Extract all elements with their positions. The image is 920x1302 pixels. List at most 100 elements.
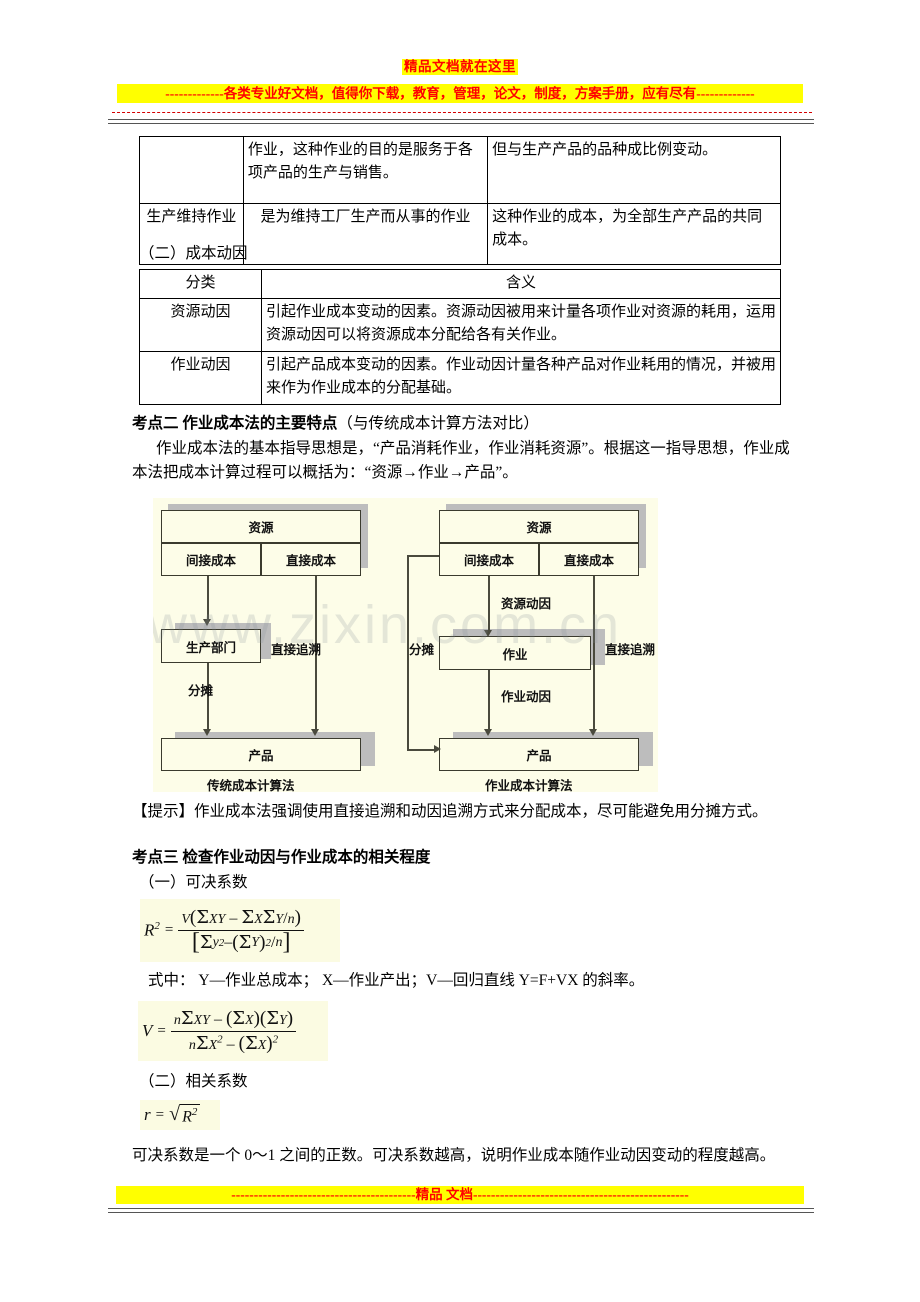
right-arrowhead-product-direct [589, 729, 597, 736]
right-label-allocate: 分摊 [409, 643, 435, 657]
header-meaning: 含义 [261, 269, 781, 299]
kaodian2-label: 考点二 [132, 415, 179, 432]
cell-definition: 是为维持工厂生产而从事的作业 [242, 203, 489, 265]
cell-note: 这种作业的成本，为全部生产产品的共同成本。 [487, 203, 781, 265]
left-box-direct-cost: 直接成本 [261, 543, 361, 576]
kaodian3-closing: 可决系数是一个 0～1 之间的正数。可决系数越高，说明作业成本随作业动因变动的程… [132, 1147, 776, 1164]
kaodian2-heading-row: 考点二 作业成本法的主要特点（与传统成本计算方法对比） [132, 412, 539, 436]
tip-paragraph: 【提示】作业成本法强调使用直接追溯和动因追溯方式来分配成本，尽可能避免用分摊方式… [132, 803, 768, 820]
formula-r-lhs: r [144, 1105, 151, 1124]
formula-v-lhs: V [142, 1021, 153, 1040]
cell-category: 生产维持作业 [139, 203, 244, 265]
formula-v-numerator: nΣXY – (ΣX)(ΣY) [170, 1008, 297, 1032]
kaodian3-sub2: （二）相关系数 [139, 1073, 248, 1090]
kaodian2-suffix: （与传统成本计算方法对比） [337, 415, 539, 432]
right-allocate-seg-vert [407, 555, 409, 751]
right-box-direct-cost: 直接成本 [539, 543, 639, 576]
formula-r-sqrt: √ R2 [169, 1102, 201, 1126]
header-double-rule [108, 119, 814, 124]
kaodian2-paragraph-line1: 作业成本法的基本指导思想是，“产品消耗作业，作业消耗资源”。根据这一指导思想，作… [156, 440, 790, 457]
right-connector-direct-to-product [593, 576, 595, 731]
formula-v-denominator: nΣX2 – (ΣX)2 [188, 1032, 279, 1054]
header-subtitle-highlight: -------------各类专业好文档，值得你下载，教育，管理，论文，制度，方… [117, 84, 803, 103]
header-dashed-rule [112, 112, 812, 113]
table-row: 作业动因 引起产品成本变动的因素。作业动因计量各种产品对作业耗用的情况，并被用来… [139, 351, 781, 405]
activity-type-table: 作业，这种作业的目的是服务于各项产品的生产与销售。 但与生产产品的品种成比例变动… [139, 136, 781, 265]
right-connector-resource-driver [488, 576, 490, 632]
formula-v-equals: = [157, 1022, 166, 1039]
right-box-indirect-cost: 间接成本 [439, 543, 539, 576]
page-footer: ----------------------------------------… [108, 1186, 814, 1213]
formula-r-radicand: R2 [180, 1103, 201, 1126]
left-direct-cost-label: 直接成本 [285, 554, 336, 568]
left-label-direct-trace: 直接追溯 [271, 643, 322, 657]
formula-where-note: 式中： Y—作业总成本； X—作业产出；V—回归直线 Y=F+VX 的斜率。 [148, 972, 645, 989]
right-direct-cost-label: 直接成本 [563, 554, 614, 568]
cell-meaning: 引起产品成本变动的因素。作业动因计量各种产品对作业耗用的情况，并被用来作为作业成… [261, 351, 781, 405]
header-subtitle-wrap: -------------各类专业好文档，值得你下载，教育，管理，论文，制度，方… [117, 84, 803, 103]
right-label-direct-trace: 直接追溯 [605, 643, 656, 657]
table-row: 资源动因 引起作业成本变动的因素。资源动因被用来计量各项作业对资源的耗用，运用资… [139, 298, 781, 352]
cell-category [139, 136, 244, 204]
cost-driver-table: 分类 含义 资源动因 引起作业成本变动的因素。资源动因被用来计量各项作业对资源的… [139, 269, 781, 405]
formula-r2-lhs: R2 [144, 920, 160, 940]
formula-r-equals: = [155, 1106, 165, 1123]
kaodian3-heading-row: 考点三 检查作业动因与作业成本的相关程度 [132, 846, 430, 870]
right-arrowhead-activity [484, 630, 492, 637]
kaodian3-sub1: （一）可决系数 [139, 874, 248, 891]
left-connector-direct-to-product [315, 576, 317, 731]
cell-category: 作业动因 [139, 351, 262, 405]
right-box-product: 产品 [439, 738, 639, 771]
left-arrowhead-product-direct [311, 729, 319, 736]
left-product-label: 产品 [248, 749, 274, 763]
right-allocate-seg-top [407, 555, 440, 557]
left-connector-dept-to-product [207, 663, 209, 731]
left-department-label: 生产部门 [185, 640, 236, 655]
sqrt-icon: √ [169, 1102, 181, 1125]
left-box-department: 生产部门 [161, 629, 261, 663]
left-arrowhead-product-allocate [203, 729, 211, 736]
left-caption: 传统成本计算法 [207, 779, 295, 792]
formula-v-fraction: nΣXY – (ΣX)(ΣY) nΣX2 – (ΣX)2 [170, 1008, 297, 1055]
right-caption: 作业成本计算法 [485, 779, 573, 792]
cell-definition: 作业，这种作业的目的是服务于各项产品的生产与销售。 [242, 136, 489, 204]
cost-method-comparison-diagram: www.zixin.com.cn 资源 间接成本 直接成本 生产部门 直接追溯 [153, 498, 658, 792]
cell-note: 但与生产产品的品种成比例变动。 [487, 136, 781, 204]
footer-double-rule [108, 1208, 814, 1213]
left-box-indirect-cost: 间接成本 [161, 543, 261, 576]
footer-highlight-text: ----------------------------------------… [116, 1186, 804, 1204]
left-indirect-cost-label: 间接成本 [185, 554, 236, 568]
header-category: 分类 [139, 269, 262, 299]
left-arrowhead-dept [203, 619, 211, 626]
right-resource-label: 资源 [526, 521, 552, 535]
right-allocate-seg-bottom [407, 749, 437, 751]
left-connector-indirect-to-dept [207, 576, 209, 621]
kaodian2-title: 作业成本法的主要特点 [182, 415, 338, 432]
left-label-allocate: 分摊 [188, 684, 214, 698]
table-header-row: 分类 含义 [139, 269, 781, 299]
formula-r2-numerator: V(ΣXY – ΣXΣY/n) [178, 907, 304, 931]
cell-category: 资源动因 [139, 298, 262, 352]
right-product-label: 产品 [526, 749, 552, 763]
formula-correlation: r = √ R2 [140, 1100, 220, 1130]
right-activity-label: 作业 [502, 647, 528, 662]
right-box-resource: 资源 [439, 510, 639, 543]
table-row: 作业，这种作业的目的是服务于各项产品的生产与销售。 但与生产产品的品种成比例变动… [139, 136, 781, 204]
kaodian3-label: 考点三 [132, 849, 179, 866]
left-box-resource: 资源 [161, 510, 361, 543]
left-box-product: 产品 [161, 738, 361, 771]
page-header: 精品文档就在这里 -------------各类专业好文档，值得你下载，教育，管… [0, 58, 920, 124]
right-label-activity-driver: 作业动因 [501, 690, 552, 704]
kaodian2-paragraph-line2: 本法把成本计算过程可以概括为：“资源→作业→产品”。 [132, 464, 518, 481]
right-box-activity: 作业 [439, 636, 591, 670]
right-label-resource-driver: 资源动因 [501, 597, 552, 611]
formula-r2-equals: = [164, 922, 174, 938]
cost-driver-heading: （二）成本动因 [139, 245, 248, 262]
kaodian3-title: 检查作业动因与作业成本的相关程度 [182, 849, 431, 866]
table-row: 生产维持作业 是为维持工厂生产而从事的作业 这种作业的成本，为全部生产产品的共同… [139, 203, 781, 265]
right-arrowhead-product-allocate [434, 745, 441, 753]
